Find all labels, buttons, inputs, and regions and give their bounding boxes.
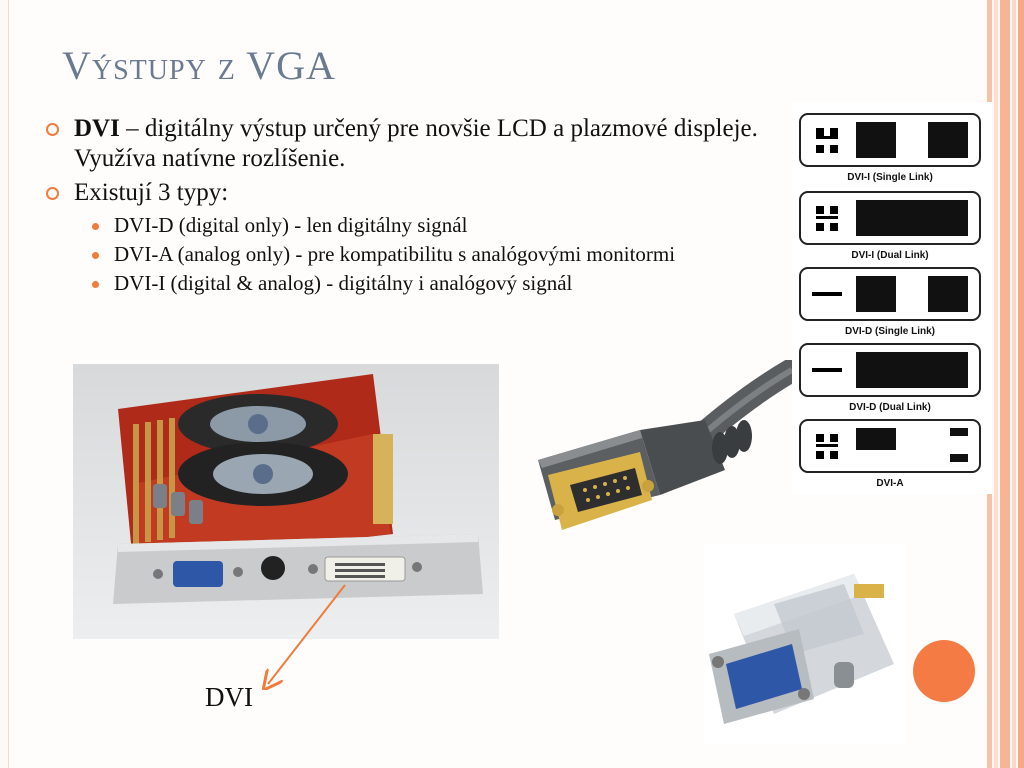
- connector-label: DVI-I (Single Link): [847, 172, 933, 183]
- connector-label: DVI-D (Single Link): [845, 326, 935, 337]
- decor-stripe: [1018, 0, 1024, 768]
- bullet-marker-icon: [46, 123, 59, 136]
- connector-label: DVI-D (Dual Link): [849, 402, 931, 413]
- bullet-list: DVI – digitálny výstup určený pre novšie…: [46, 114, 796, 295]
- graphics-card-photo: [73, 364, 499, 639]
- bullet-dvi-text: – digitálny výstup určený pre novšie LCD…: [74, 115, 758, 172]
- bullet-types: Existují 3 typy:: [46, 178, 796, 208]
- decor-stripe: [1012, 0, 1016, 768]
- dvi-callout-label: DVI: [205, 682, 253, 712]
- subbullet-dvi-d: DVI-D (digital only) - len digitálny sig…: [46, 214, 796, 237]
- connector-label: DVI-I (Dual Link): [851, 250, 928, 261]
- dvi-vga-adapter-photo: [704, 544, 905, 744]
- subbullet-dvi-i: DVI-I (digital & analog) - digitálny i a…: [46, 272, 796, 295]
- connector-label: DVI-A: [876, 478, 903, 489]
- slide-title: Výstupy z VGA: [62, 43, 336, 88]
- decor-circle: [913, 640, 975, 702]
- subbullet-dvi-a: DVI-A (analog only) - pre kompatibilitu …: [46, 243, 774, 266]
- subbullet-marker-icon: [92, 281, 99, 288]
- dvi-cable-photo: [530, 360, 795, 560]
- bullet-marker-icon: [46, 187, 59, 200]
- bullet-types-text: Existují 3 typy:: [74, 179, 229, 206]
- bullet-dvi-term: DVI: [74, 115, 120, 142]
- decor-stripe: [994, 0, 998, 768]
- bullet-dvi: DVI – digitálny výstup určený pre novšie…: [46, 114, 796, 174]
- subbullet-marker-icon: [92, 252, 99, 259]
- subbullet-text: DVI-I (digital & analog) - digitálny i a…: [114, 271, 573, 295]
- decor-stripe: [1000, 0, 1010, 768]
- subbullet-text: DVI-D (digital only) - len digitálny sig…: [114, 213, 468, 237]
- subbullet-text: DVI-A (analog only) - pre kompatibilitu …: [114, 242, 676, 266]
- dvi-connector-types-diagram: DVI-I (Single Link) DVI-I (Dual Link) DV…: [792, 102, 992, 494]
- subbullet-marker-icon: [92, 223, 99, 230]
- dvi-callout-arrow: [260, 584, 346, 690]
